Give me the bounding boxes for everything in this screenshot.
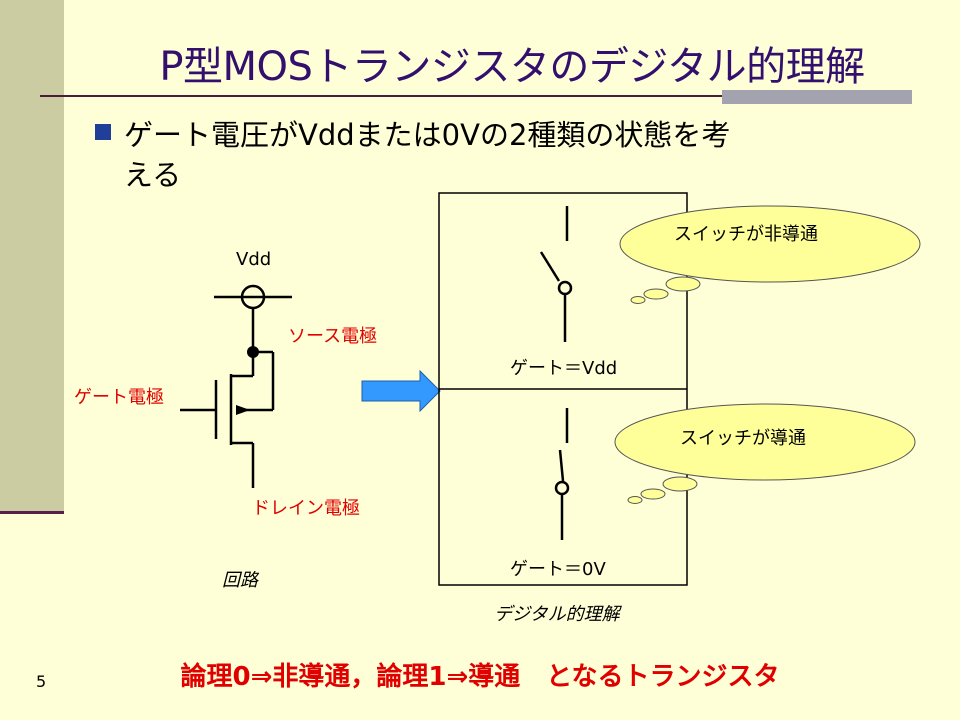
closed-switch (554, 408, 570, 540)
body-arrow (236, 405, 250, 415)
title-accent-bar (722, 90, 912, 104)
side-bar (0, 0, 64, 512)
slide-number: 5 (36, 672, 47, 691)
thought-bubble-bottom (614, 403, 916, 504)
bottom-gate-label: ゲート＝0V (510, 559, 606, 580)
bullet-text-line1: ゲート電圧がVddまたは0Vの2種類の状態を考 (124, 118, 731, 152)
bullet-text-line2: える (124, 158, 182, 192)
gate-label: ゲート電極 (74, 387, 164, 408)
conclusion-text: 論理0⇒非導通，論理1⇒導通 となるトランジスタ (180, 662, 780, 692)
right-arrow (361, 369, 441, 413)
circuit-caption: 回路 (222, 570, 258, 591)
title-rule (40, 95, 912, 97)
open-switch (539, 206, 573, 342)
drain-label: ドレイン電極 (252, 498, 360, 519)
source-label: ソース電極 (288, 326, 378, 347)
bullet-square-icon (95, 124, 111, 140)
top-gate-label: ゲート＝Vdd (510, 358, 618, 379)
pmos-circuit (180, 284, 292, 488)
slide-title: P型MOSトランジスタのデジタル的理解 (159, 44, 865, 90)
top-bubble-text: スイッチが非導通 (674, 224, 818, 245)
vdd-label: Vdd (236, 249, 272, 270)
thought-bubble-top (619, 205, 921, 304)
source-junction-dot (247, 346, 259, 358)
bottom-bubble-text: スイッチが導通 (680, 428, 806, 449)
side-bar-rule (0, 511, 64, 514)
digital-caption: デジタル的理解 (494, 604, 620, 625)
